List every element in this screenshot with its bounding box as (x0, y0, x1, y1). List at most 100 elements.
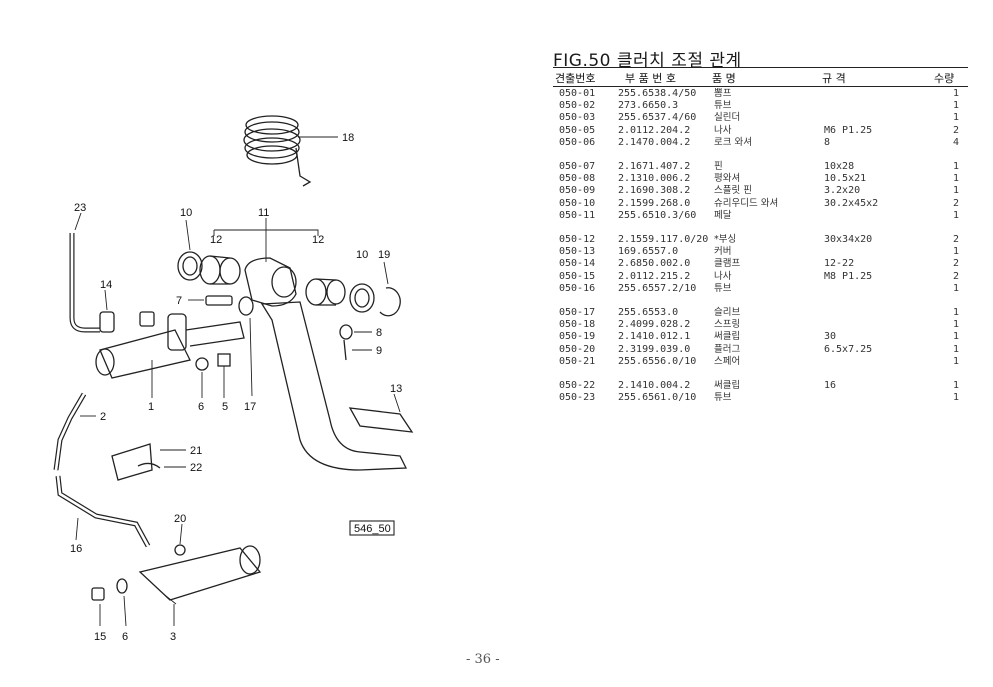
part-no-cell: 255.6553.0 (618, 307, 679, 319)
header-item-no: 견출번호 (555, 72, 596, 85)
callout: 10 (180, 207, 192, 219)
part-no-cell: 255.6557.2/10 (618, 282, 697, 294)
spec-cell (824, 319, 942, 331)
part-no-cell: 255.6561.0/10 (618, 392, 697, 404)
qty-cell: 1 (952, 161, 959, 173)
item-no-cell: 050-10 (559, 197, 596, 209)
name-cell: 슈리우디드 와셔 (714, 197, 779, 209)
part-circlip-19 (379, 261, 401, 317)
spec-cell: 30 (824, 331, 837, 343)
part-no-cell: 2.1410.004.2 (618, 380, 691, 392)
name-cell: 스페어 (714, 355, 741, 367)
part-clamp-14 (99, 289, 115, 333)
part-no-cell: 2.1470.004.2 (618, 136, 691, 148)
group-spacer (553, 222, 968, 234)
name-cell: 로크 와셔 (714, 136, 752, 148)
item-no-cell: 050-18 (559, 319, 596, 331)
spec-cell: 10.5x21 (824, 173, 867, 185)
name-cell: 플러그 (714, 343, 741, 355)
group-spacer (553, 149, 968, 161)
qty-cell: 1 (952, 380, 959, 392)
callout-labels: 18 23 10 11 12 12 10 19 14 7 8 9 1 6 5 1… (70, 132, 402, 643)
name-cell: 뽐프 (714, 88, 732, 99)
part-pump-1 (95, 311, 245, 398)
figure-title: FIG.50 클러치 조절 관계 (553, 51, 742, 71)
part-pad-13 (348, 393, 414, 433)
qty-cell: 1 (952, 246, 959, 258)
part-circlip-22 (137, 462, 186, 469)
callout: 23 (74, 202, 86, 214)
item-no-cell: 050-14 (559, 258, 596, 270)
callout: 21 (190, 445, 202, 457)
part-no-cell: 2.0112.215.2 (618, 270, 691, 282)
name-cell: 실린더 (714, 112, 741, 124)
qty-cell: 1 (952, 209, 959, 221)
group-spacer (553, 295, 968, 307)
qty-cell: 2 (952, 258, 959, 270)
part-washer-6-lower (116, 578, 128, 627)
qty-cell: 1 (952, 173, 959, 185)
spec-cell (824, 246, 942, 258)
qty-cell: 4 (952, 136, 959, 148)
callout: 18 (342, 132, 354, 144)
qty-cell: 1 (952, 88, 959, 99)
item-no-cell: 050-01 (559, 88, 596, 99)
callout: 14 (100, 279, 112, 291)
qty-cell: 1 (952, 100, 959, 112)
item-no-cell: 050-16 (559, 282, 596, 294)
qty-cell: 2 (952, 270, 959, 282)
item-no-cell: 050-12 (559, 234, 596, 246)
part-washer-8 (339, 324, 372, 340)
name-cell: 튜브 (714, 100, 732, 112)
ref-box (349, 520, 395, 536)
callout: 2 (100, 411, 106, 423)
callout: 8 (376, 327, 382, 339)
part-cover-21 (111, 443, 186, 481)
header-rule-bottom (553, 86, 968, 87)
spec-cell: M6 P1.25 (824, 124, 873, 136)
name-cell: 커버 (714, 246, 732, 258)
part-pedal-11 (213, 218, 408, 471)
item-no-cell: 050-17 (559, 307, 596, 319)
part-spring-18 (243, 115, 338, 187)
part-no-cell: 2.1671.407.2 (618, 161, 691, 173)
header-qty: 수량 (934, 72, 955, 85)
callout: 22 (190, 462, 202, 474)
callout: 13 (390, 383, 402, 395)
spec-cell (824, 283, 942, 295)
item-no-cell: 050-06 (559, 136, 596, 148)
name-cell: 페달 (714, 209, 732, 221)
qty-cell: 1 (952, 343, 959, 355)
qty-cell: 1 (952, 282, 959, 294)
item-no-cell: 050-19 (559, 331, 596, 343)
part-no-cell: 2.0112.204.2 (618, 124, 691, 136)
qty-cell: 1 (952, 331, 959, 343)
callout: 3 (170, 631, 176, 643)
qty-cell: 1 (952, 185, 959, 197)
part-no-cell: 2.1690.308.2 (618, 185, 691, 197)
part-no-cell: 2.6850.002.0 (618, 258, 691, 270)
group-spacer (553, 368, 968, 380)
callout: 17 (244, 401, 256, 413)
callout: 16 (70, 543, 82, 555)
callout: 20 (174, 513, 186, 525)
ref-box-label: 546_50 (354, 523, 391, 535)
spec-cell: 8 (824, 136, 831, 148)
item-no-cell: 050-03 (559, 112, 596, 124)
part-washer-10-right (349, 283, 375, 313)
spec-cell: 30.2x45x2 (824, 197, 879, 209)
spec-cell (824, 356, 942, 368)
part-washer-10-left (177, 219, 203, 281)
header-part-no: 부 품 번 호 (625, 72, 676, 85)
callout: 12 (210, 234, 222, 246)
clutch-exploded-diagram: 546_50 18 23 10 11 12 12 10 19 14 7 8 9 … (53, 115, 414, 643)
